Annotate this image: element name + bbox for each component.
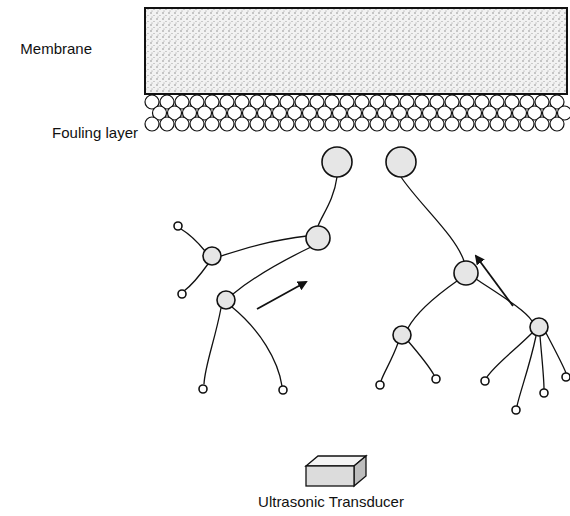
bubble-tree — [181, 177, 566, 406]
membrane — [145, 8, 567, 94]
part-label: Membrane — [20, 40, 92, 58]
motion-arrow — [257, 282, 306, 309]
fouling-layer — [145, 95, 570, 131]
transducer — [306, 456, 366, 486]
motion-arrow — [476, 256, 513, 306]
part-label: Fouling layer — [52, 124, 138, 142]
bubbles — [203, 147, 548, 344]
part-label: Ultrasonic Transducer — [258, 493, 404, 511]
small-bubbles — [174, 222, 570, 414]
